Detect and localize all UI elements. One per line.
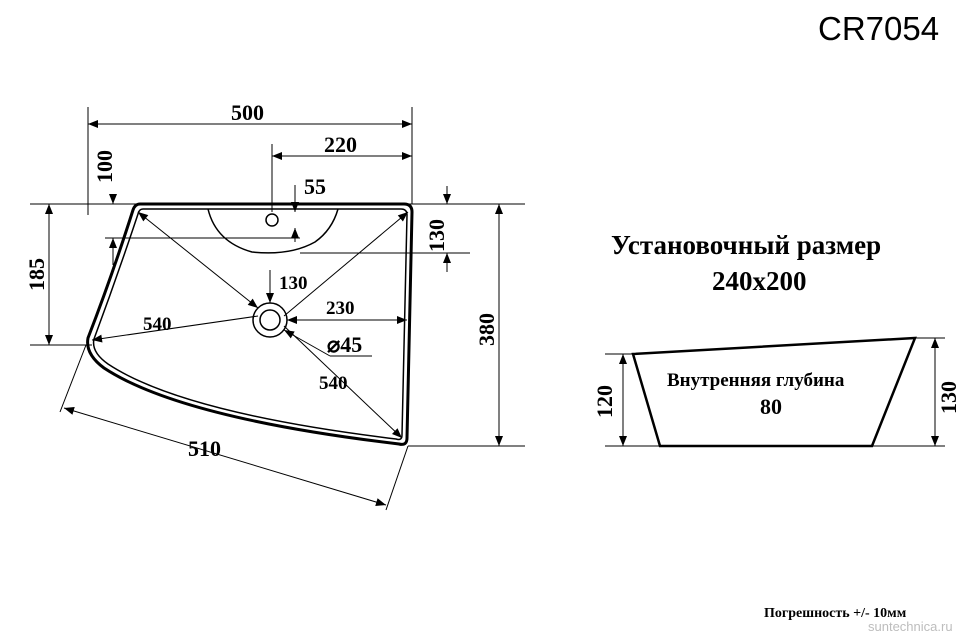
tap-hole [265,213,279,227]
basin-inner-outline [92,208,408,441]
profile-right-height: 130 [936,381,961,414]
dimension-lines [30,107,525,511]
dim-diag-left: 540 [143,314,172,335]
profile-left-height: 120 [592,385,617,418]
dim-front-edge: 510 [188,436,221,461]
basin-outer-outline [86,202,414,446]
profile-outline [631,336,917,448]
basin-side-profile [605,336,945,448]
basin-top-view [86,202,414,446]
dim-tap-offset: 220 [324,132,357,157]
drain-inner [259,309,281,331]
dim-diag-right: 540 [319,373,348,394]
watermark: suntechnica.ru [868,619,953,633]
install-size-value: 240x200 [712,266,807,296]
model-title: CR7054 [818,10,939,47]
dim-total-height: 380 [474,313,499,346]
tolerance-note: Погрешность +/- 10мм [764,606,907,621]
dim-drain-diameter: ⌀45 [327,332,362,357]
dim-right-depth: 130 [424,219,449,252]
dim-left-height: 185 [24,258,49,291]
drain-outer [252,302,288,338]
install-size-label: Установочный размер [611,230,881,260]
dim-total-width: 500 [231,100,264,125]
inner-depth-label: Внутренняя глубина [667,370,845,391]
dim-drain-top: 130 [279,273,308,294]
dim-top-depth: 100 [92,150,117,183]
dim-tap-hole: 55 [304,174,326,199]
inner-depth-value: 80 [760,394,782,419]
dim-drain-right: 230 [326,298,355,319]
